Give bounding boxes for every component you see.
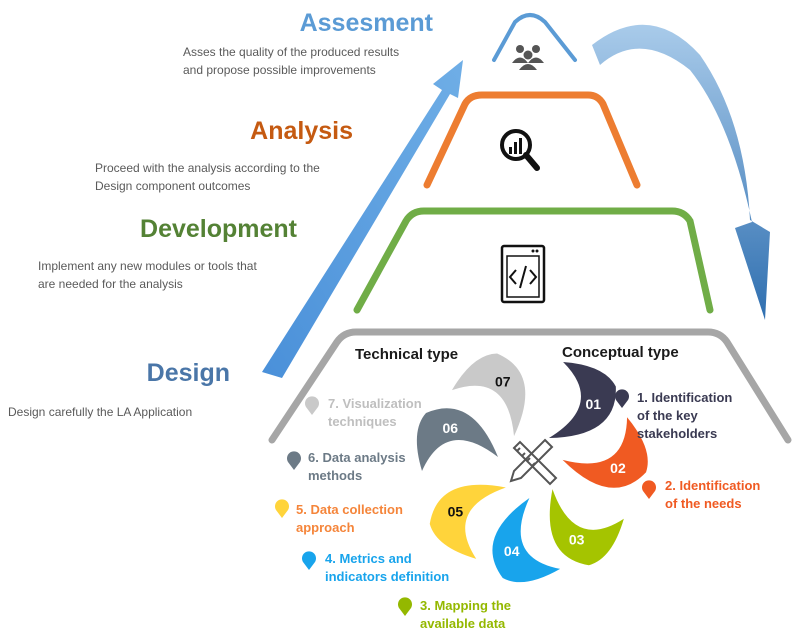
petal-number: 06 [442, 420, 458, 436]
design-step-label: 4. Metrics and [325, 551, 412, 566]
design-step-item: 5. Data collection approach [275, 499, 403, 535]
design-legend: 1. Identification of the key stakeholders 2… [275, 389, 760, 631]
design-step-item: 1. Identification of the key stakeholders [615, 389, 732, 441]
design-step-item: 4. Metrics and indicators definition [302, 551, 449, 584]
design-step-label: techniques [328, 414, 397, 429]
petal-shape [492, 497, 561, 583]
design-step-label: approach [296, 520, 355, 535]
petal-shape [562, 417, 648, 488]
development-trapezoid [353, 207, 714, 314]
stage-title-analysis: Analysis [250, 117, 353, 145]
petal-number: 07 [495, 373, 511, 389]
assesment-arch [492, 13, 577, 62]
map-pin-icon [275, 499, 289, 518]
design-step-label: of the needs [665, 496, 742, 511]
conceptual-type-label: Conceptual type [562, 344, 679, 361]
stage-desc-development: Implement any new modules or tools that [38, 259, 257, 273]
design-step-label: of the key [637, 408, 698, 423]
petal-06: 06 [416, 408, 498, 471]
stage-desc-assesment: and propose possible improvements [183, 63, 376, 77]
design-step-label: indicators definition [325, 569, 449, 584]
petal-number: 01 [586, 396, 602, 412]
petal-04: 04 [492, 497, 561, 583]
stage-desc-analysis: Design component outcomes [95, 179, 250, 193]
technical-type-label: Technical type [355, 346, 458, 363]
design-step-label: 2. Identification [665, 478, 760, 493]
stage-title-assesment: Assesment [300, 9, 434, 37]
design-trapezoid [268, 328, 792, 444]
design-step-label: available data [420, 616, 506, 631]
up-arrow [262, 60, 463, 378]
design-step-label: 3. Mapping the [420, 598, 511, 613]
stage-desc-development: are needed for the analysis [38, 277, 183, 291]
petal-number: 04 [504, 543, 520, 559]
map-pin-icon [398, 597, 413, 616]
petal-02: 02 [562, 417, 648, 488]
map-pin-icon [302, 551, 316, 570]
design-petals: 01 02 03 04 05 06 07 [416, 353, 648, 583]
design-step-label: 1. Identification [637, 390, 732, 405]
petal-05: 05 [429, 484, 506, 559]
magnifier-chart-icon [500, 129, 540, 171]
design-step-item: 2. Identification of the needs [642, 478, 760, 511]
stage-desc-assesment: Asses the quality of the produced result… [183, 45, 399, 59]
design-step-label: 7. Visualization [328, 396, 422, 411]
petal-shape [548, 362, 616, 438]
petal-number: 02 [610, 460, 626, 476]
design-step-label: methods [308, 468, 362, 483]
stage-title-design: Design [147, 359, 230, 387]
design-step-label: 5. Data collection [296, 502, 403, 517]
petal-03: 03 [549, 489, 624, 566]
design-step-item: 3. Mapping the available data [398, 597, 511, 631]
petal-01: 01 [548, 362, 616, 438]
design-step-item: 6. Data analysis methods [286, 450, 406, 483]
stage-desc-design: Design carefully the LA Application [8, 405, 192, 419]
analysis-trapezoid [423, 91, 641, 189]
petal-07: 07 [451, 353, 526, 437]
people-group-icon [512, 45, 544, 70]
petal-shape [416, 408, 498, 471]
design-step-label: 6. Data analysis [308, 450, 406, 465]
stage-desc-analysis: Proceed with the analysis according to t… [95, 161, 320, 175]
down-curved-arrow [592, 24, 770, 320]
design-step-label: stakeholders [637, 426, 717, 441]
code-window-icon [500, 244, 546, 304]
map-pin-icon [305, 396, 320, 415]
petal-number: 05 [448, 504, 464, 520]
stage-title-development: Development [140, 215, 298, 243]
pencil-ruler-icon [509, 438, 558, 486]
petal-number: 03 [569, 532, 585, 548]
map-pin-icon [642, 480, 656, 499]
design-step-item: 7. Visualization techniques [305, 396, 422, 429]
petal-shape [549, 489, 624, 566]
petal-shape [451, 353, 526, 437]
petal-shape [429, 484, 506, 559]
map-pin-icon [286, 451, 301, 470]
map-pin-icon [615, 389, 630, 408]
